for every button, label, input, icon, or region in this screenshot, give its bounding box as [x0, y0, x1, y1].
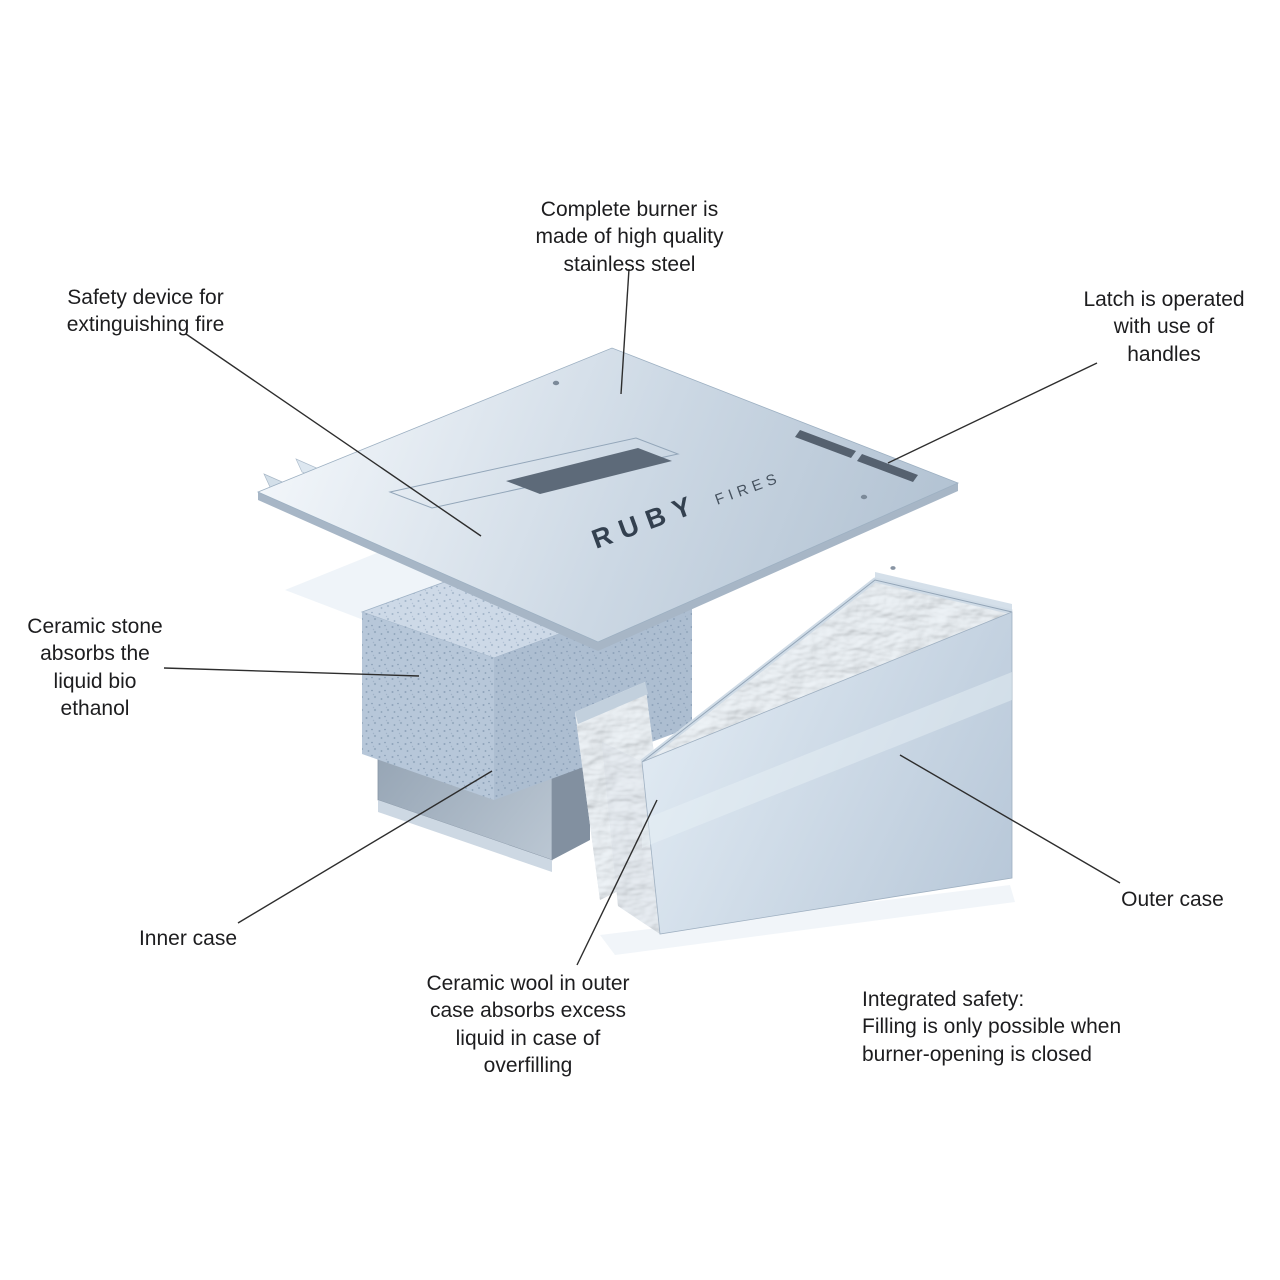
outer-case-left-wool [602, 742, 660, 934]
label-ceramic-wool: Ceramic wool in outer case absorbs exces… [426, 972, 630, 1077]
burner-lid [256, 347, 960, 643]
inner-case-bottom-lip [378, 800, 552, 872]
lid-screw-2 [860, 494, 868, 500]
leader-complete-burner [620, 268, 630, 395]
label-outer-case: Outer case [1121, 888, 1224, 911]
outer-case-front [641, 611, 1013, 935]
label-inner-case: Inner case [138, 927, 238, 950]
leader-latch [887, 362, 1098, 464]
leader-ceramic-stone [163, 667, 420, 677]
leader-inner-case [237, 770, 493, 924]
latch-slot-2 [857, 454, 918, 482]
lid-screw-1 [552, 380, 560, 386]
outer-case-front-reflection [642, 672, 1012, 848]
leader-outer-case [899, 754, 1121, 884]
ceramic-stone-side [494, 585, 692, 800]
label-safety-device: Safety device for extinguishing fire [66, 286, 225, 337]
ceramic-stone-side-shade [494, 585, 692, 800]
latch-slot-1 [795, 430, 856, 458]
leader-ceramic-wool [576, 799, 658, 966]
ground-shadow [600, 885, 1015, 955]
label-latch: Latch is operated with use of handles [1083, 288, 1245, 366]
burner-opening-groove [388, 437, 680, 509]
ceramic-stone-front [362, 612, 494, 800]
label-integrated-safety: Integrated safety: Filling is only possi… [862, 988, 1122, 1066]
burner-opening-slot [506, 448, 672, 494]
wool-slab-top-edge [575, 682, 648, 724]
leader-safety-device [185, 333, 482, 537]
outer-case-rim [641, 579, 1013, 763]
loose-screw [890, 566, 896, 570]
label-ceramic-stone: Ceramic stone absorbs the liquid bio eth… [27, 615, 163, 720]
inner-case-side [552, 758, 590, 860]
label-complete-burner: Complete burner is made of high quality … [535, 198, 724, 276]
